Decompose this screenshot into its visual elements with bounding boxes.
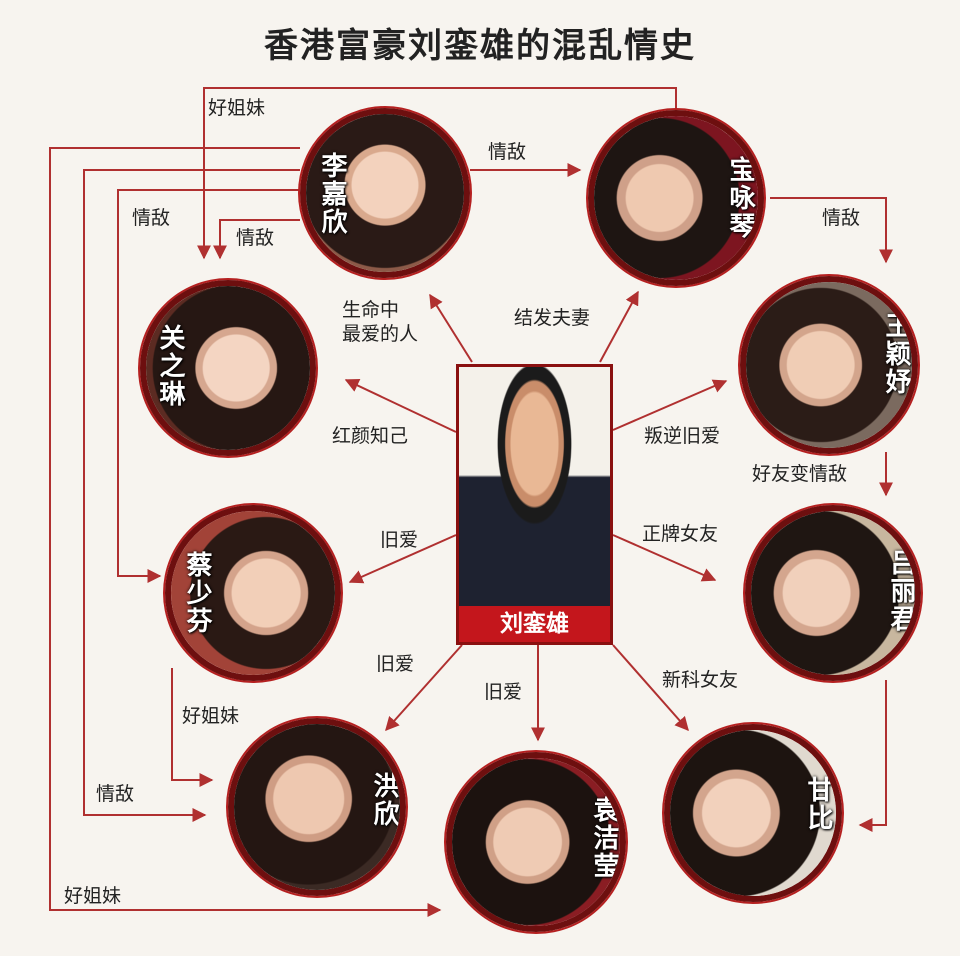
label-li-line1: 生命中 xyxy=(342,299,400,321)
arrow-li-guan xyxy=(213,219,300,260)
arrow-to-li xyxy=(429,293,473,363)
portrait-cai-shaofen: 蔡少芬 xyxy=(165,505,341,681)
portrait-gan-bi: 甘比 xyxy=(664,724,842,902)
label-bao-wang-rival: 情敌 xyxy=(822,207,861,229)
label-lv: 正牌女友 xyxy=(642,523,719,545)
label-cai: 旧爱 xyxy=(380,529,419,551)
label-hong: 旧爱 xyxy=(376,653,415,675)
label-cai-hong-sisters: 好姐妹 xyxy=(182,705,240,727)
arrow-to-wang xyxy=(612,379,728,431)
label-li-guan-rival: 情敌 xyxy=(236,227,275,249)
arrow-to-lv xyxy=(612,534,717,582)
label-li-bao-rival: 情敌 xyxy=(488,141,527,163)
arrow-top-sisters xyxy=(197,87,677,260)
name-li-jiaxin: 李嘉欣 xyxy=(317,152,347,236)
label-guan: 红颜知己 xyxy=(332,425,409,447)
arrow-to-cai xyxy=(348,534,457,584)
arrow-to-guan xyxy=(344,379,457,433)
label-top-sisters: 好姐妹 xyxy=(208,97,266,119)
portrait-guan-zhilin: 关之琳 xyxy=(140,280,316,456)
portrait-bao-yongqin: 宝咏琴 xyxy=(588,110,764,286)
label-yuan: 旧爱 xyxy=(484,681,523,703)
arrow-outer-rival xyxy=(83,169,300,822)
portrait-yuan-jieying: 袁洁莹 xyxy=(446,752,626,932)
label-left-rival: 情敌 xyxy=(132,207,171,229)
portrait-li-jiaxin: 李嘉欣 xyxy=(300,108,470,278)
arrow-to-hong xyxy=(385,644,463,732)
label-wang-lv: 好友变情敌 xyxy=(752,463,848,485)
center-name: 刘銮雄 xyxy=(459,606,610,642)
name-hong-xin: 洪欣 xyxy=(369,772,399,828)
arrow-left-rival xyxy=(117,189,300,583)
label-wang: 叛逆旧爱 xyxy=(644,425,721,447)
page-title: 香港富豪刘銮雄的混乱情史 xyxy=(264,26,696,66)
name-yuan-jieying: 袁洁莹 xyxy=(589,796,619,880)
label-bottom-sisters: 好姐妹 xyxy=(64,885,122,907)
label-gan: 新科女友 xyxy=(662,669,739,691)
name-gan-bi: 甘比 xyxy=(803,776,833,832)
arrow-to-bao xyxy=(599,290,639,363)
label-hong-rival: 情敌 xyxy=(96,783,135,805)
name-guan-zhilin: 关之琳 xyxy=(155,324,185,408)
center-portrait: 刘銮雄 xyxy=(456,364,613,645)
portrait-hong-xin: 洪欣 xyxy=(228,718,406,896)
center-photo xyxy=(459,367,610,607)
arrow-outermost-sisters xyxy=(49,147,442,917)
name-cai-shaofen: 蔡少芬 xyxy=(182,551,212,635)
name-bao-yongqin: 宝咏琴 xyxy=(725,156,755,240)
arrow-to-gan xyxy=(612,644,689,732)
portrait-wang-yingyu: 王颖妤 xyxy=(740,276,918,454)
label-li-line2: 最爱的人 xyxy=(342,323,419,345)
portrait-lv-lijun: 吕丽君 xyxy=(745,505,921,681)
arrow-bao-wang xyxy=(770,197,893,264)
arrow-lv-gan xyxy=(858,680,887,832)
label-bao: 结发夫妻 xyxy=(514,307,591,329)
name-wang-yingyu: 王颖妤 xyxy=(881,312,911,396)
name-lv-lijun: 吕丽君 xyxy=(886,549,916,633)
arrow-cai-hong xyxy=(171,668,214,787)
